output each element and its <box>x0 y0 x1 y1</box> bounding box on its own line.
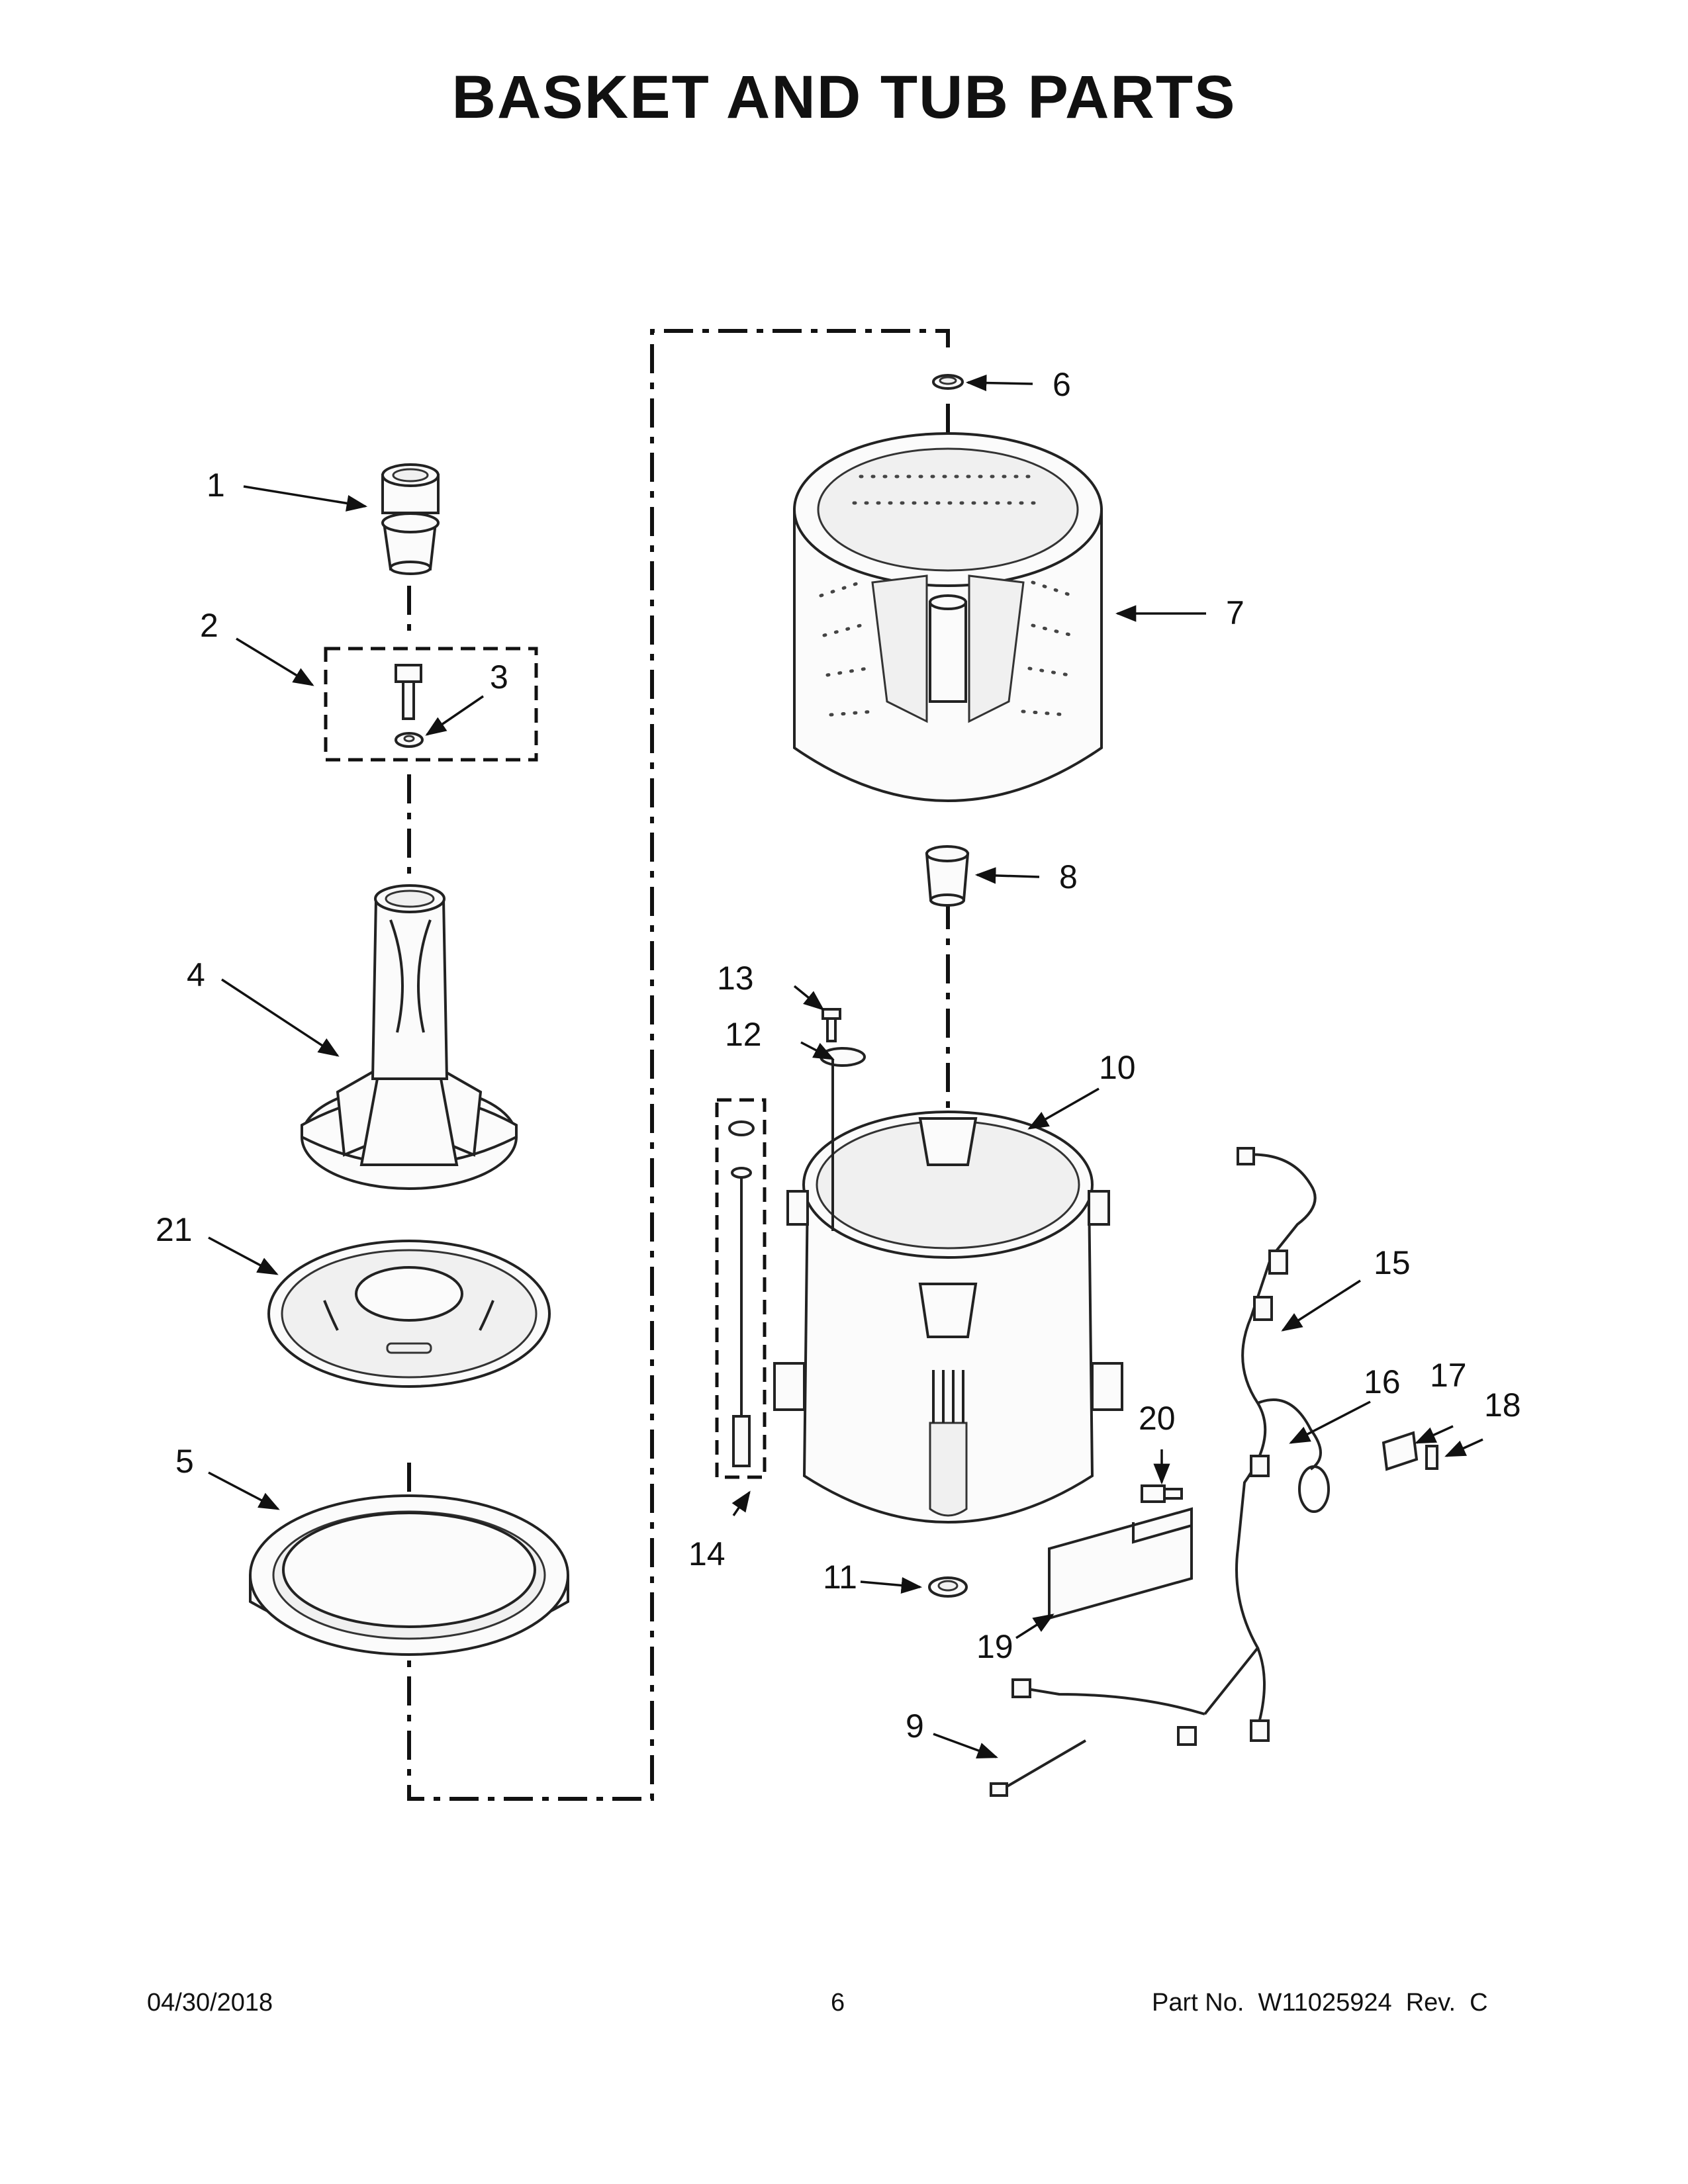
callout-11: 11 <box>823 1559 857 1596</box>
part-13-screw <box>821 1008 841 1042</box>
part-15-wire-harness <box>1011 1147 1322 1746</box>
part-14-kit-box <box>715 1098 767 1479</box>
callout-12: 12 <box>725 1016 762 1053</box>
part-1-dispenser-cap <box>381 463 440 575</box>
part-21-plate <box>267 1240 551 1388</box>
callout-14: 14 <box>688 1535 726 1572</box>
callout-21: 21 <box>156 1211 193 1248</box>
callout-8: 8 <box>1059 858 1078 895</box>
part-18-screw <box>1425 1445 1438 1470</box>
part-19-plate <box>1048 1507 1193 1620</box>
callout-2: 2 <box>200 607 218 644</box>
callout-6: 6 <box>1053 366 1071 403</box>
callout-leaders <box>208 374 1483 1759</box>
callout-3: 3 <box>490 659 508 696</box>
part-6-clip <box>932 374 964 390</box>
part-17-clamp <box>1382 1431 1419 1471</box>
callout-10: 10 <box>1099 1049 1136 1086</box>
part-7-basket <box>793 432 1103 802</box>
callout-1: 1 <box>207 467 225 504</box>
footer-page-number: 6 <box>831 1989 845 2017</box>
part-2-bolt <box>395 664 422 720</box>
callout-7: 7 <box>1226 594 1244 631</box>
footer-part-number: Part No. W11025924 Rev. C <box>1152 1989 1488 2017</box>
callout-4: 4 <box>187 956 205 993</box>
callout-18: 18 <box>1484 1387 1521 1424</box>
part-5-balance-ring <box>249 1494 569 1656</box>
part-2-kit-box <box>324 647 538 762</box>
callout-5: 5 <box>175 1443 194 1480</box>
callout-19: 19 <box>976 1628 1013 1665</box>
callout-13: 13 <box>717 960 754 997</box>
part-11-seal <box>928 1576 968 1598</box>
callout-9: 9 <box>906 1707 924 1745</box>
part-10-outer-tub <box>773 1111 1123 1524</box>
part-4-impeller <box>301 884 518 1190</box>
callout-17: 17 <box>1430 1357 1467 1394</box>
callout-16: 16 <box>1364 1363 1401 1400</box>
assembly-centerline-frame <box>407 329 950 1801</box>
part-14-suspension-rod <box>728 1120 755 1467</box>
part-9-cable-tie <box>990 1739 1087 1797</box>
callout-20: 20 <box>1139 1400 1176 1437</box>
part-20-screw <box>1141 1484 1183 1503</box>
page-title: BASKET AND TUB PARTS <box>451 64 1237 131</box>
callout-15: 15 <box>1374 1244 1411 1281</box>
part-16-grommet <box>1298 1465 1330 1513</box>
part-8-hub <box>925 845 970 907</box>
part-3-washer <box>395 732 424 748</box>
footer-date: 04/30/2018 <box>147 1989 273 2017</box>
